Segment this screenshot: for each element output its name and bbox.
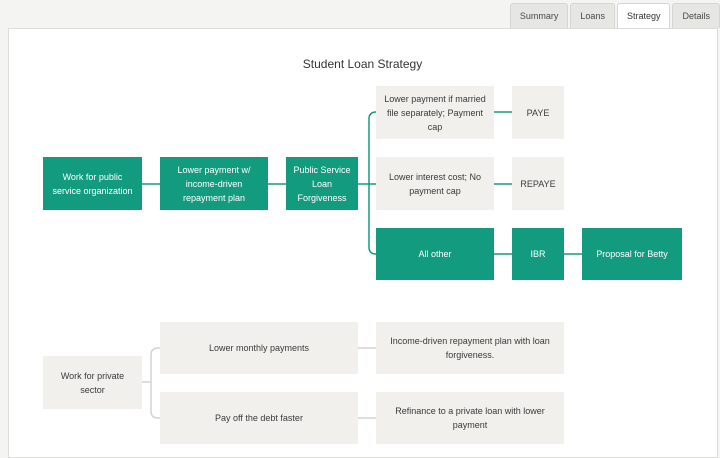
- node-pslf: Public Service Loan Forgiveness: [286, 157, 358, 210]
- connector-private-bottom: [150, 382, 160, 419]
- node-paye-reason: Lower payment if married file separately…: [376, 86, 494, 139]
- node-lower-monthly: Lower monthly payments: [160, 322, 358, 374]
- tab-bar: Summary Loans Strategy Details: [509, 3, 720, 29]
- node-idr-forgiveness: Income-driven repayment plan with loan f…: [376, 322, 564, 374]
- diagram-title: Student Loan Strategy: [302, 57, 423, 71]
- node-repaye-reason: Lower interest cost; No payment cap: [376, 157, 494, 210]
- node-public-service: Work for public service organization: [43, 157, 142, 210]
- node-paye: PAYE: [512, 86, 564, 139]
- node-refinance: Refinance to a private loan with lower p…: [376, 392, 564, 444]
- connector-private-top: [150, 347, 160, 382]
- connector-branch-bottom: [368, 184, 377, 255]
- node-private-sector: Work for private sector: [43, 356, 142, 409]
- node-all-other: All other: [376, 228, 494, 280]
- tab-loans[interactable]: Loans: [570, 3, 615, 28]
- node-proposal: Proposal for Betty: [582, 228, 682, 280]
- node-ibr: IBR: [512, 228, 564, 280]
- tab-strategy[interactable]: Strategy: [616, 3, 671, 29]
- node-repaye: REPAYE: [512, 157, 564, 210]
- node-pay-off: Pay off the debt faster: [160, 392, 358, 444]
- connector-branch-top: [368, 111, 377, 184]
- tab-summary[interactable]: Summary: [509, 3, 569, 28]
- node-idr-plan: Lower payment w/ income-driven repayment…: [160, 157, 268, 210]
